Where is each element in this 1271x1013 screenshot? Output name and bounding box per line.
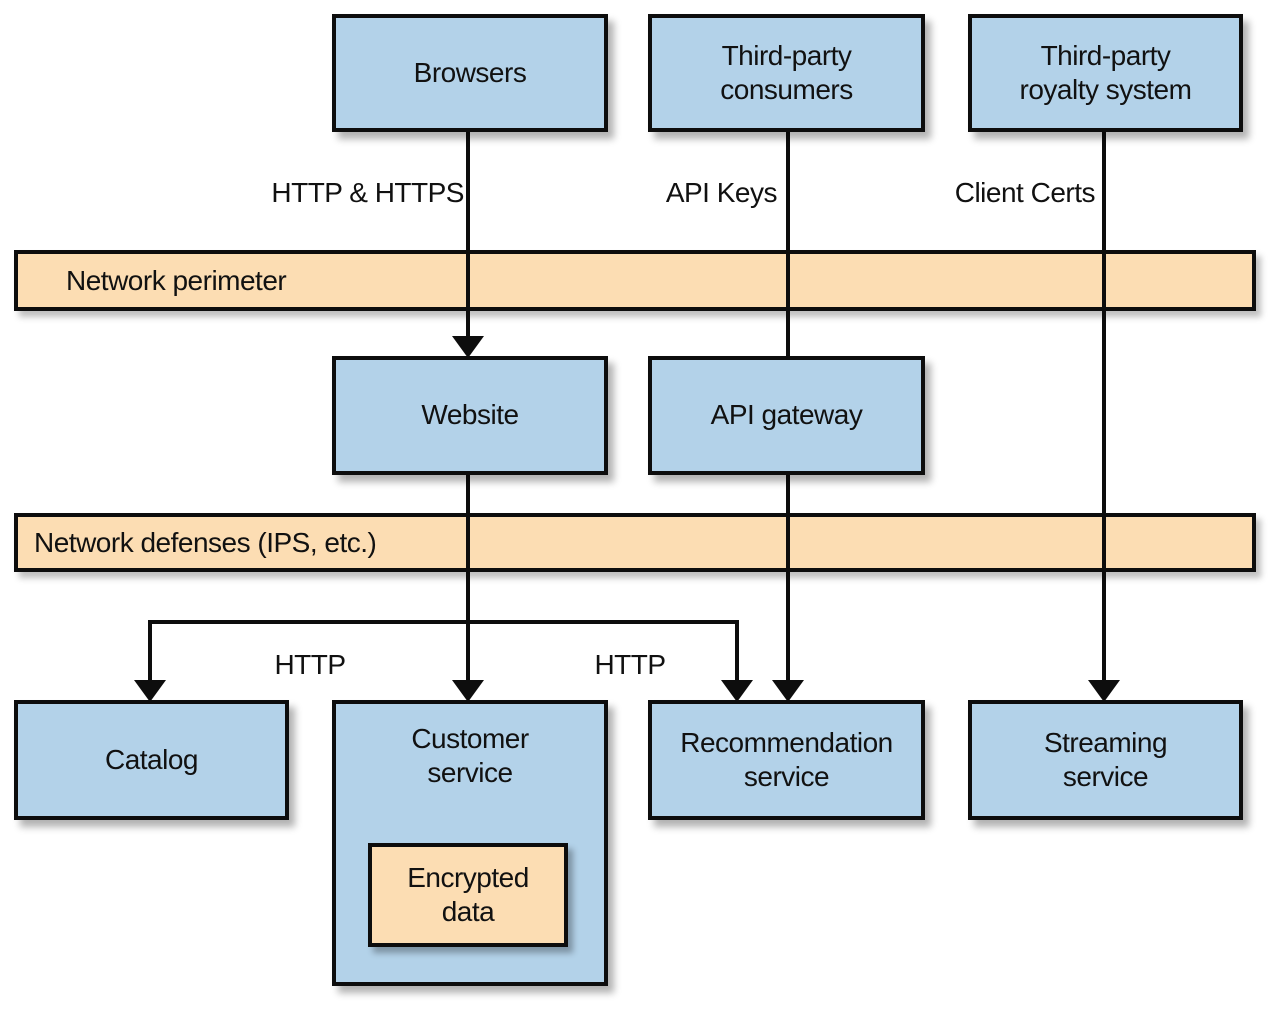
edge-branch-horizontal [148, 620, 739, 624]
node-third-party-royalty-system-label: Third-party royalty system [1019, 39, 1192, 105]
arrowhead-customer-service [452, 680, 484, 702]
node-api-gateway-label: API gateway [710, 399, 863, 431]
node-api-gateway: API gateway [648, 356, 925, 475]
edge-branch-to-recommendation [735, 620, 739, 684]
edge-gateway-to-recommendation [786, 474, 790, 684]
network-defenses-band: Network defenses (IPS, etc.) [14, 513, 1256, 572]
edge-label-http-https: HTTP & HTTPS [271, 177, 464, 208]
node-customer-service-label: Customer service [411, 723, 529, 789]
arrowhead-recommendation-left [721, 680, 753, 702]
arrowhead-website [452, 336, 484, 358]
node-third-party-royalty-system: Third-party royalty system [968, 14, 1243, 132]
edge-label-http-left: HTTP [274, 649, 346, 680]
node-third-party-consumers-label: Third-party consumers [720, 39, 853, 105]
edge-label-api-keys: API Keys [665, 177, 778, 208]
node-website-label: Website [421, 399, 519, 431]
edge-royalty-to-streaming [1102, 131, 1106, 684]
node-recommendation-service: Recommendation service [648, 700, 925, 820]
node-streaming-service-label: Streaming service [1043, 726, 1168, 792]
arrowhead-recommendation-right [772, 680, 804, 702]
node-browsers-label: Browsers [413, 56, 527, 88]
arrowhead-streaming [1088, 680, 1120, 702]
edge-website-to-services [466, 474, 470, 684]
node-encrypted-data: Encrypted data [368, 843, 568, 947]
node-website: Website [332, 356, 608, 475]
arrowhead-catalog [134, 680, 166, 702]
node-third-party-consumers: Third-party consumers [648, 14, 925, 132]
edge-label-client-certs: Client Certs [954, 177, 1096, 208]
edge-consumers-to-gateway [786, 131, 790, 358]
edge-label-http-right: HTTP [594, 649, 666, 680]
node-catalog-label: Catalog [104, 743, 199, 775]
network-perimeter-band: Network perimeter [14, 250, 1256, 311]
edge-branch-to-catalog [148, 620, 152, 684]
network-defenses-label: Network defenses (IPS, etc.) [34, 526, 377, 558]
node-streaming-service: Streaming service [968, 700, 1243, 820]
network-perimeter-label: Network perimeter [66, 264, 287, 296]
edge-browsers-to-website [466, 131, 470, 340]
node-encrypted-data-label: Encrypted data [407, 861, 529, 927]
node-catalog: Catalog [14, 700, 289, 820]
node-recommendation-service-label: Recommendation service [680, 726, 893, 792]
node-browsers: Browsers [332, 14, 608, 132]
